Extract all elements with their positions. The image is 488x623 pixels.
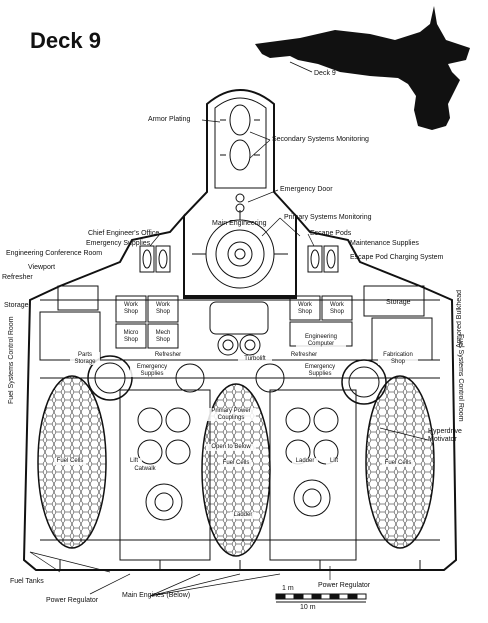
room-work-shop-4: Work Shop [324, 302, 350, 315]
scale-bar [275, 593, 367, 603]
label-maintenance-supplies: Maintenance Supplies [350, 240, 419, 247]
room-refresher-left: Refresher [150, 352, 186, 359]
room-mech-shop: Mech Shop [150, 330, 176, 343]
deck-title: Deck 9 [30, 28, 101, 53]
label-storage-right: Storage [386, 299, 411, 306]
room-work-shop-3: Work Shop [292, 302, 318, 315]
room-turbolift: Turbolift [238, 356, 272, 363]
label-armor-plating: Armor Plating [148, 116, 191, 123]
label-fuel-systems-control-room-right: Fuel Systems Control Room [457, 334, 464, 422]
label-emergency-supplies: Emergency Supplies [86, 240, 151, 247]
label-main-engineering: Main Engineering [212, 220, 267, 227]
label-viewport: Viewport [28, 264, 56, 271]
room-lift-right: Lift [326, 458, 342, 465]
hull-outline [22, 213, 458, 571]
label-emergency-door: Emergency Door [280, 186, 333, 193]
room-fabrication-shop: Fabrication Shop [378, 352, 418, 365]
ship-silhouette [255, 6, 470, 130]
forward-tower [183, 89, 297, 299]
label-hyperdrive-motivator: Hyperdrive Motivator [428, 428, 462, 443]
room-ladder-lower: Ladder [230, 512, 256, 519]
label-main-engines: Main Engines (Below) [122, 592, 191, 599]
room-micro-shop: Micro Shop [118, 330, 144, 343]
room-ladder-center: Ladder [292, 458, 318, 465]
label-storage-left: Storage [4, 302, 29, 309]
label-engineering-conference-room: Engineering Conference Room [6, 250, 103, 257]
room-work-shop-2: Work Shop [150, 302, 176, 315]
label-fuel-tanks: Fuel Tanks [10, 578, 44, 585]
scale-label-10m: 10 m [300, 604, 316, 611]
label-escape-pods: Escape Pods [310, 230, 352, 237]
label-chief-engineers-office: Chief Engineer's Office [88, 230, 160, 237]
locator-label: Deck 9 [314, 70, 336, 77]
label-power-regulator-left: Power Regulator [46, 597, 99, 604]
room-work-shop-1: Work Shop [118, 302, 144, 315]
room-emergency-supplies-left: Emergency Supplies [130, 364, 174, 377]
room-catwalk: Catwalk [128, 466, 162, 473]
scale-label-1m: 1 m [282, 585, 294, 592]
label-primary-systems-monitoring: Primary Systems Monitoring [284, 214, 372, 221]
label-secondary-systems-monitoring: Secondary Systems Monitoring [272, 136, 369, 143]
room-open-to-below: Open to Below [206, 444, 256, 451]
room-engineering-computer: Engineering Computer [296, 334, 346, 347]
label-escape-pod-charging-system: Escape Pod Charging System [350, 254, 444, 261]
label-refresher: Refresher [2, 274, 33, 281]
room-refresher-right: Refresher [286, 352, 322, 359]
room-primary-power-couplings: Primary Power Couplings [206, 408, 256, 421]
room-fuel-cells-left: Fuel Cells [54, 458, 86, 465]
label-power-regulator-right: Power Regulator [318, 582, 371, 589]
room-fuel-cells-center: Fuel Cells [220, 460, 252, 467]
room-parts-storage: Parts Storage [70, 352, 100, 365]
label-fuel-systems-control-room-left: Fuel Systems Control Room [8, 316, 15, 404]
room-fuel-cells-right: Fuel Cells [382, 460, 414, 467]
room-emergency-supplies-right: Emergency Supplies [298, 364, 342, 377]
room-lift-left: Lift [126, 458, 142, 465]
